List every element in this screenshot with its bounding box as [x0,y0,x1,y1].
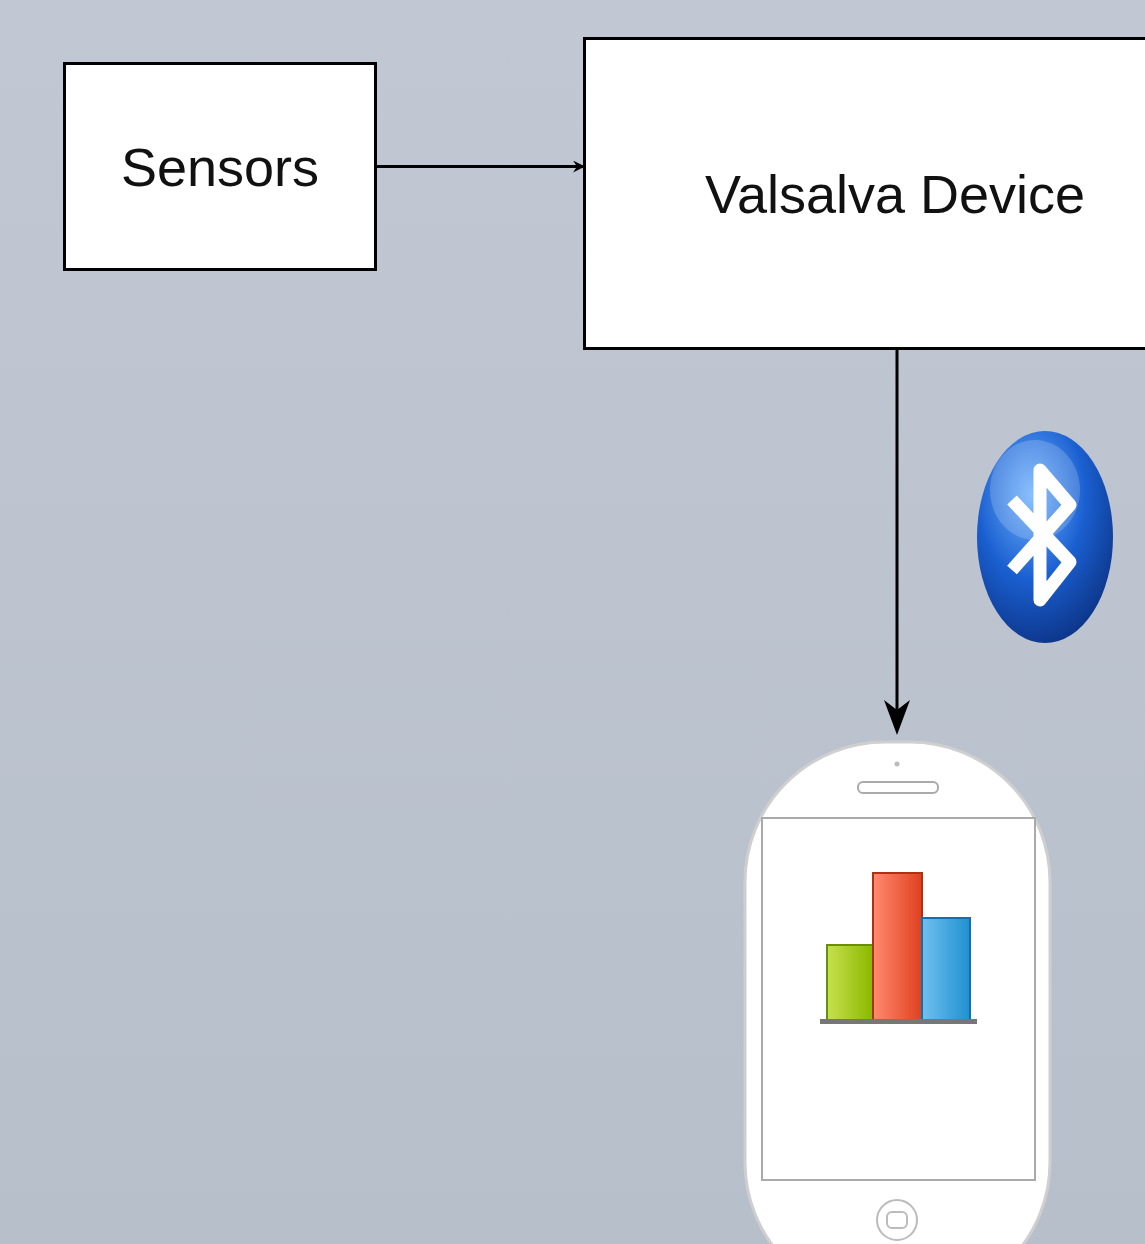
process-box: Sensors [63,62,377,271]
connector-arrow [377,165,583,168]
node-label: Sensors [121,136,319,198]
node-label: Valsalva Device [705,163,1085,225]
link-arrow [884,350,910,735]
phone-illustration [745,742,1050,1244]
process-box: Valsalva Device [583,37,1145,350]
bluetooth-icon [977,431,1113,643]
